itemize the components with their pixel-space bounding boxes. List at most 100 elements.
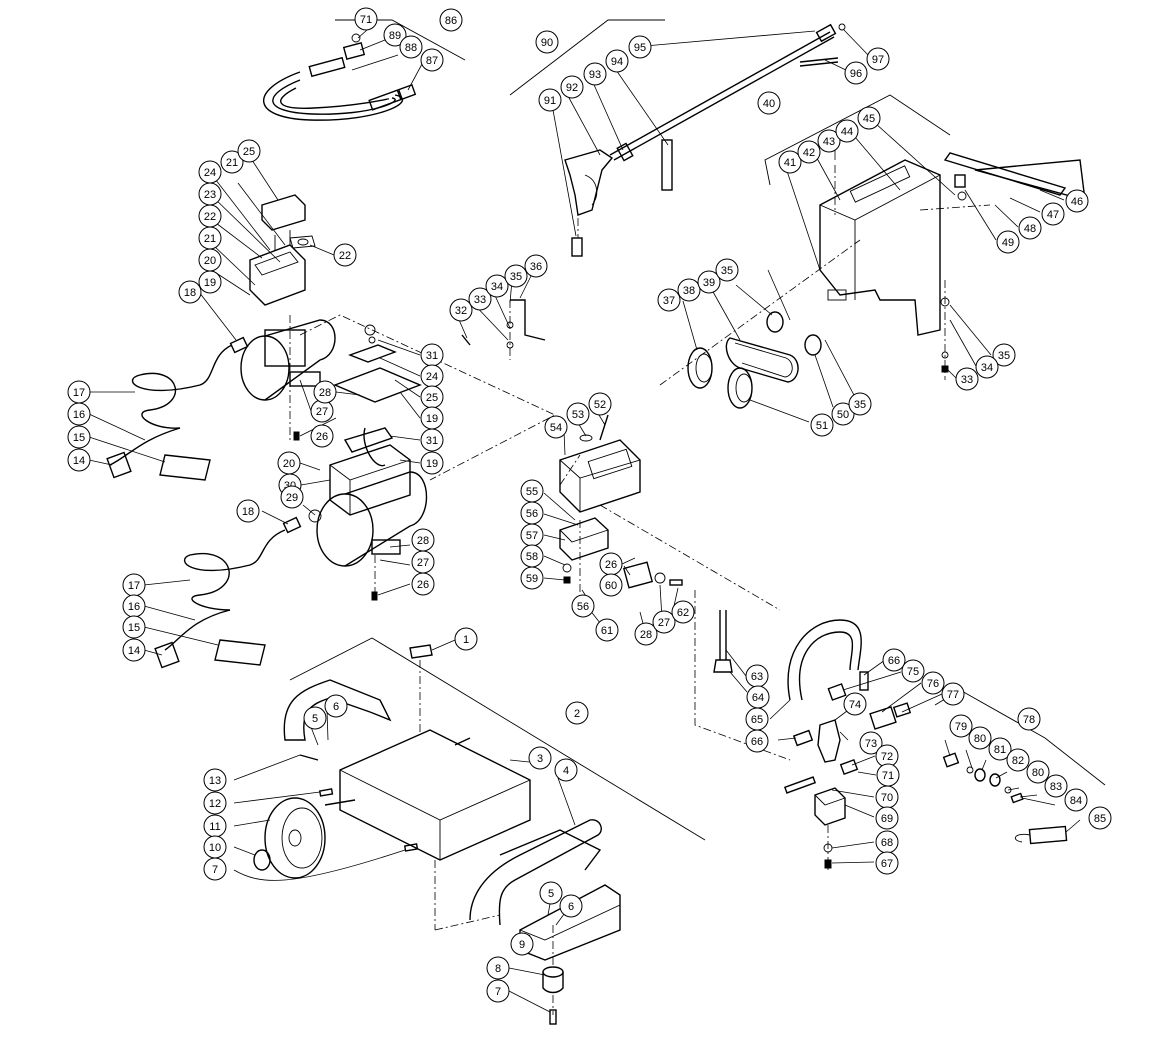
svg-text:97: 97 (872, 54, 884, 66)
spray-gun-wand (509, 19, 846, 257)
svg-text:95: 95 (634, 42, 646, 54)
svg-text:4: 4 (563, 765, 569, 777)
svg-text:53: 53 (572, 409, 584, 421)
svg-text:52: 52 (594, 399, 606, 411)
callouts: 1 2 3 4 5 6 7 13 12 11 10 5 6 9 8 7 17 1… (67, 7, 1112, 1003)
svg-text:90: 90 (541, 37, 553, 49)
callout-26: 26 (310, 424, 334, 448)
callout-31: 31 (420, 343, 444, 367)
svg-text:34: 34 (981, 362, 993, 374)
svg-text:20: 20 (283, 458, 295, 470)
callout-35c: 35 (848, 392, 872, 416)
svg-text:27: 27 (417, 557, 429, 569)
svg-text:12: 12 (209, 798, 221, 810)
svg-text:51: 51 (816, 420, 828, 432)
svg-text:68: 68 (881, 837, 893, 849)
svg-text:58: 58 (526, 551, 538, 563)
svg-text:31: 31 (426, 435, 438, 447)
svg-text:14: 14 (73, 455, 85, 467)
svg-text:47: 47 (1047, 209, 1059, 221)
svg-text:40: 40 (763, 98, 775, 110)
callout-19b: 19 (420, 406, 444, 430)
callout-14: 14 (67, 448, 91, 472)
callout-70: 70 (875, 785, 899, 809)
callout-39: 39 (697, 270, 721, 294)
callout-54: 54 (544, 415, 568, 439)
callout-26b: 26 (411, 572, 435, 596)
svg-text:28: 28 (640, 629, 652, 641)
svg-text:62: 62 (677, 607, 689, 619)
frame-cart (253, 637, 706, 1025)
svg-text:28: 28 (319, 387, 331, 399)
callout-leaders (88, 29, 1081, 1013)
callout-94: 94 (605, 49, 629, 73)
svg-text:89: 89 (389, 30, 401, 42)
callout-33b: 33 (955, 367, 979, 391)
svg-text:79: 79 (955, 721, 967, 733)
callout-29: 29 (280, 485, 304, 509)
callout-27: 27 (310, 399, 334, 423)
svg-text:1: 1 (463, 634, 469, 646)
callout-61: 61 (595, 618, 619, 642)
callout-62: 62 (671, 600, 695, 624)
svg-text:31: 31 (426, 350, 438, 362)
svg-text:48: 48 (1024, 223, 1036, 235)
callout-50: 50 (831, 402, 855, 426)
svg-text:66: 66 (888, 655, 900, 667)
svg-text:74: 74 (849, 699, 861, 711)
callout-49: 49 (996, 230, 1020, 254)
callout-43: 43 (817, 129, 841, 153)
callout-35: 35 (504, 264, 528, 288)
callout-19c: 19 (420, 451, 444, 475)
callout-80b: 80 (1026, 760, 1050, 784)
svg-text:6: 6 (333, 701, 339, 713)
svg-text:35: 35 (854, 399, 866, 411)
svg-text:21: 21 (226, 157, 238, 169)
callout-37: 37 (657, 288, 681, 312)
svg-text:10: 10 (209, 842, 221, 854)
svg-text:60: 60 (605, 580, 617, 592)
callout-26c: 26 (599, 552, 623, 576)
callout-75: 75 (901, 659, 925, 683)
callout-87: 87 (420, 48, 444, 72)
svg-text:26: 26 (605, 559, 617, 571)
callout-21: 21 (198, 226, 222, 250)
callout-44: 44 (835, 119, 859, 143)
svg-text:18: 18 (242, 506, 254, 518)
callout-20b: 20 (277, 451, 301, 475)
svg-text:57: 57 (526, 530, 538, 542)
callout-18b: 18 (236, 499, 260, 523)
callout-66: 66 (745, 729, 769, 753)
svg-text:91: 91 (544, 95, 556, 107)
callout-91: 91 (538, 88, 562, 112)
callout-5: 5 (303, 706, 327, 730)
belt-guard (764, 94, 1086, 380)
svg-text:96: 96 (850, 68, 862, 80)
callout-45: 45 (857, 106, 881, 130)
callout-71: 71 (876, 763, 900, 787)
callout-10: 10 (203, 835, 227, 859)
svg-text:18: 18 (184, 287, 196, 299)
callout-25: 25 (237, 139, 261, 163)
callout-56b: 56 (571, 594, 595, 618)
svg-text:76: 76 (927, 678, 939, 690)
callout-16b: 16 (122, 594, 146, 618)
callout-66b: 66 (882, 648, 906, 672)
svg-text:65: 65 (751, 714, 763, 726)
callout-13: 13 (203, 768, 227, 792)
callout-83: 83 (1044, 774, 1068, 798)
svg-text:43: 43 (823, 136, 835, 148)
callout-92: 92 (560, 75, 584, 99)
callout-51: 51 (810, 413, 834, 437)
callout-11: 11 (203, 814, 227, 838)
svg-text:15: 15 (128, 622, 140, 634)
callout-95: 95 (628, 35, 652, 59)
svg-text:87: 87 (426, 55, 438, 67)
callout-42: 42 (797, 140, 821, 164)
callout-34b: 34 (975, 355, 999, 379)
callout-14b: 14 (122, 638, 146, 662)
callout-97: 97 (866, 47, 890, 71)
svg-text:16: 16 (73, 409, 85, 421)
svg-text:38: 38 (683, 285, 695, 297)
svg-text:2: 2 (574, 708, 580, 720)
